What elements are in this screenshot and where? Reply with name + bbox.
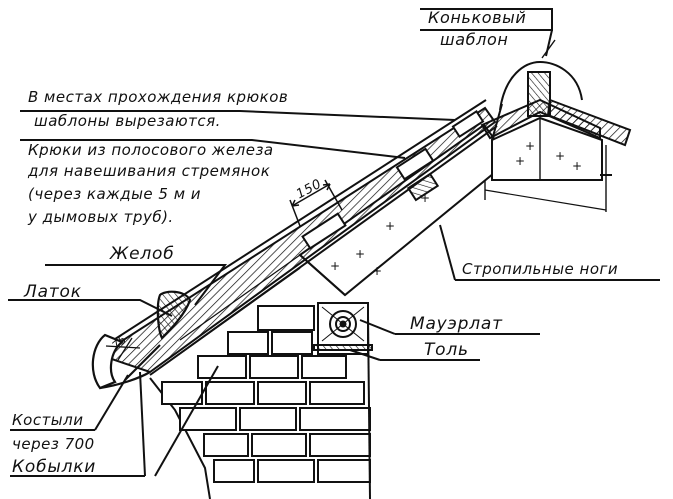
svg-text:+: + (525, 139, 535, 153)
drip-tray-label: Латок (24, 282, 82, 302)
svg-text:+: + (385, 219, 395, 233)
hooks-note-line1: Крюки из полосового железа (28, 141, 274, 159)
dimension-150-marker (289, 179, 343, 227)
roofing-felt-label: Толь (424, 340, 469, 360)
svg-text:+: + (330, 259, 340, 273)
gutter-eaves (91, 290, 192, 390)
svg-text:+: + (355, 247, 365, 261)
brackets-label-line2: через 700 (12, 435, 95, 453)
svg-text:+: + (572, 159, 582, 173)
cant-boards-label: Кобылки (12, 457, 97, 477)
gutter-label: Желоб (110, 244, 175, 264)
svg-text:+: + (420, 191, 430, 205)
hooks-note-line4: у дымовых труб). (28, 208, 174, 226)
hooks-note-line2: для навешивания стремянок (28, 162, 271, 180)
svg-text:+: + (372, 264, 382, 278)
dimension-75-marker (105, 337, 141, 361)
ridge-section: + + + + (480, 39, 632, 212)
svg-text:+: + (515, 154, 525, 168)
wall-plate-beam (313, 302, 373, 351)
hook-cutout-note-line1: В местах прохождения крюков (28, 88, 289, 106)
hooks-note-line3: (через каждые 5 м и (28, 185, 202, 203)
ridge-template-label-line2: шаблон (440, 30, 509, 49)
leader-lines (8, 8, 660, 477)
svg-text:+: + (555, 149, 565, 163)
hook-cutout-note-line2: шаблоны вырезаются. (34, 112, 221, 130)
brackets-label-line1: Костыли (12, 411, 84, 429)
ridge-template-label-line1: Коньковый (428, 8, 527, 27)
battens (301, 109, 485, 250)
wall-plate-label: Мауэрлат (410, 314, 503, 334)
rafters-label: Стропильные ноги (462, 260, 619, 278)
